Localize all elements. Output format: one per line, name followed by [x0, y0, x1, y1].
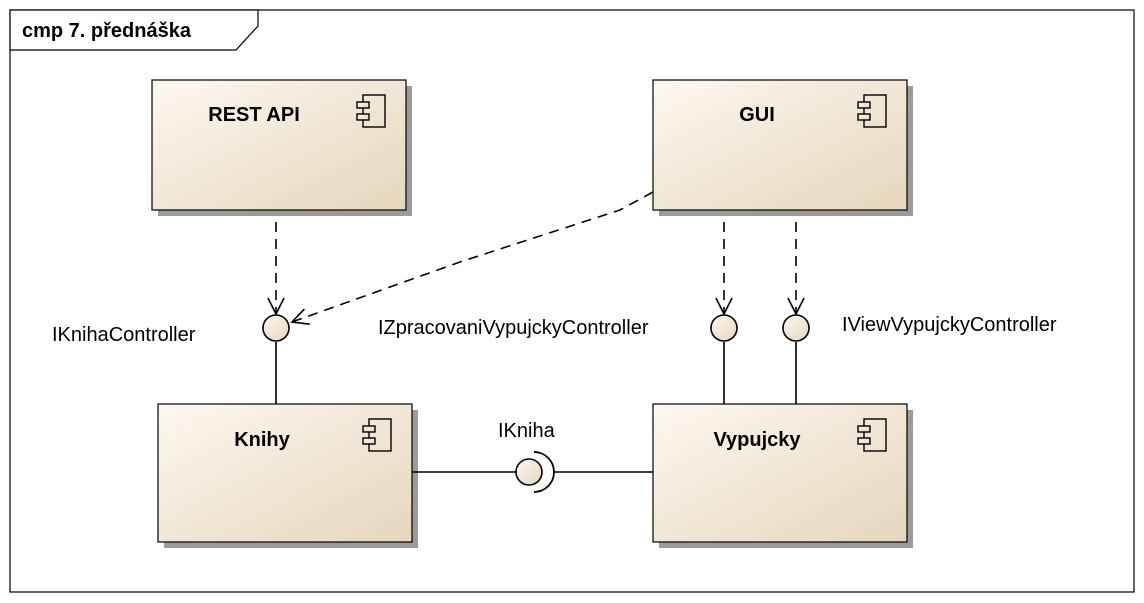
component-vypujcky[interactable]: Vypujcky [652, 403, 908, 543]
component-rest-api-label: REST API [208, 104, 300, 126]
interface-iknihacontroller-ball[interactable] [262, 314, 290, 342]
dependency-gui-iknihacontroller [290, 191, 654, 325]
interface-ikniha-socket [533, 451, 555, 493]
component-icon [362, 418, 392, 452]
interface-izpracovani-ball[interactable] [710, 314, 738, 342]
component-gui[interactable]: GUI [652, 79, 908, 211]
interface-ikniha-ball[interactable] [515, 458, 543, 486]
component-icon [857, 94, 887, 128]
component-icon [857, 418, 887, 452]
frame-title: cmp 7. přednáška [22, 20, 192, 42]
interface-izpracovani-label: IZpracovaniVypujckyController [378, 317, 649, 339]
component-knihy-label: Knihy [234, 429, 290, 451]
interface-iknihacontroller-label: IKnihaController [52, 324, 196, 346]
component-rest-api[interactable]: REST API [151, 79, 407, 211]
component-icon [356, 94, 386, 128]
component-vypujcky-label: Vypujcky [713, 429, 801, 451]
component-knihy[interactable]: Knihy [157, 403, 413, 543]
frame-title-tab [9, 9, 259, 51]
interface-ikniha-label: IKniha [498, 420, 556, 442]
component-gui-label: GUI [739, 104, 775, 126]
interface-iview-label: IViewVypujckyController [842, 314, 1057, 336]
interface-iview-ball[interactable] [782, 314, 810, 342]
